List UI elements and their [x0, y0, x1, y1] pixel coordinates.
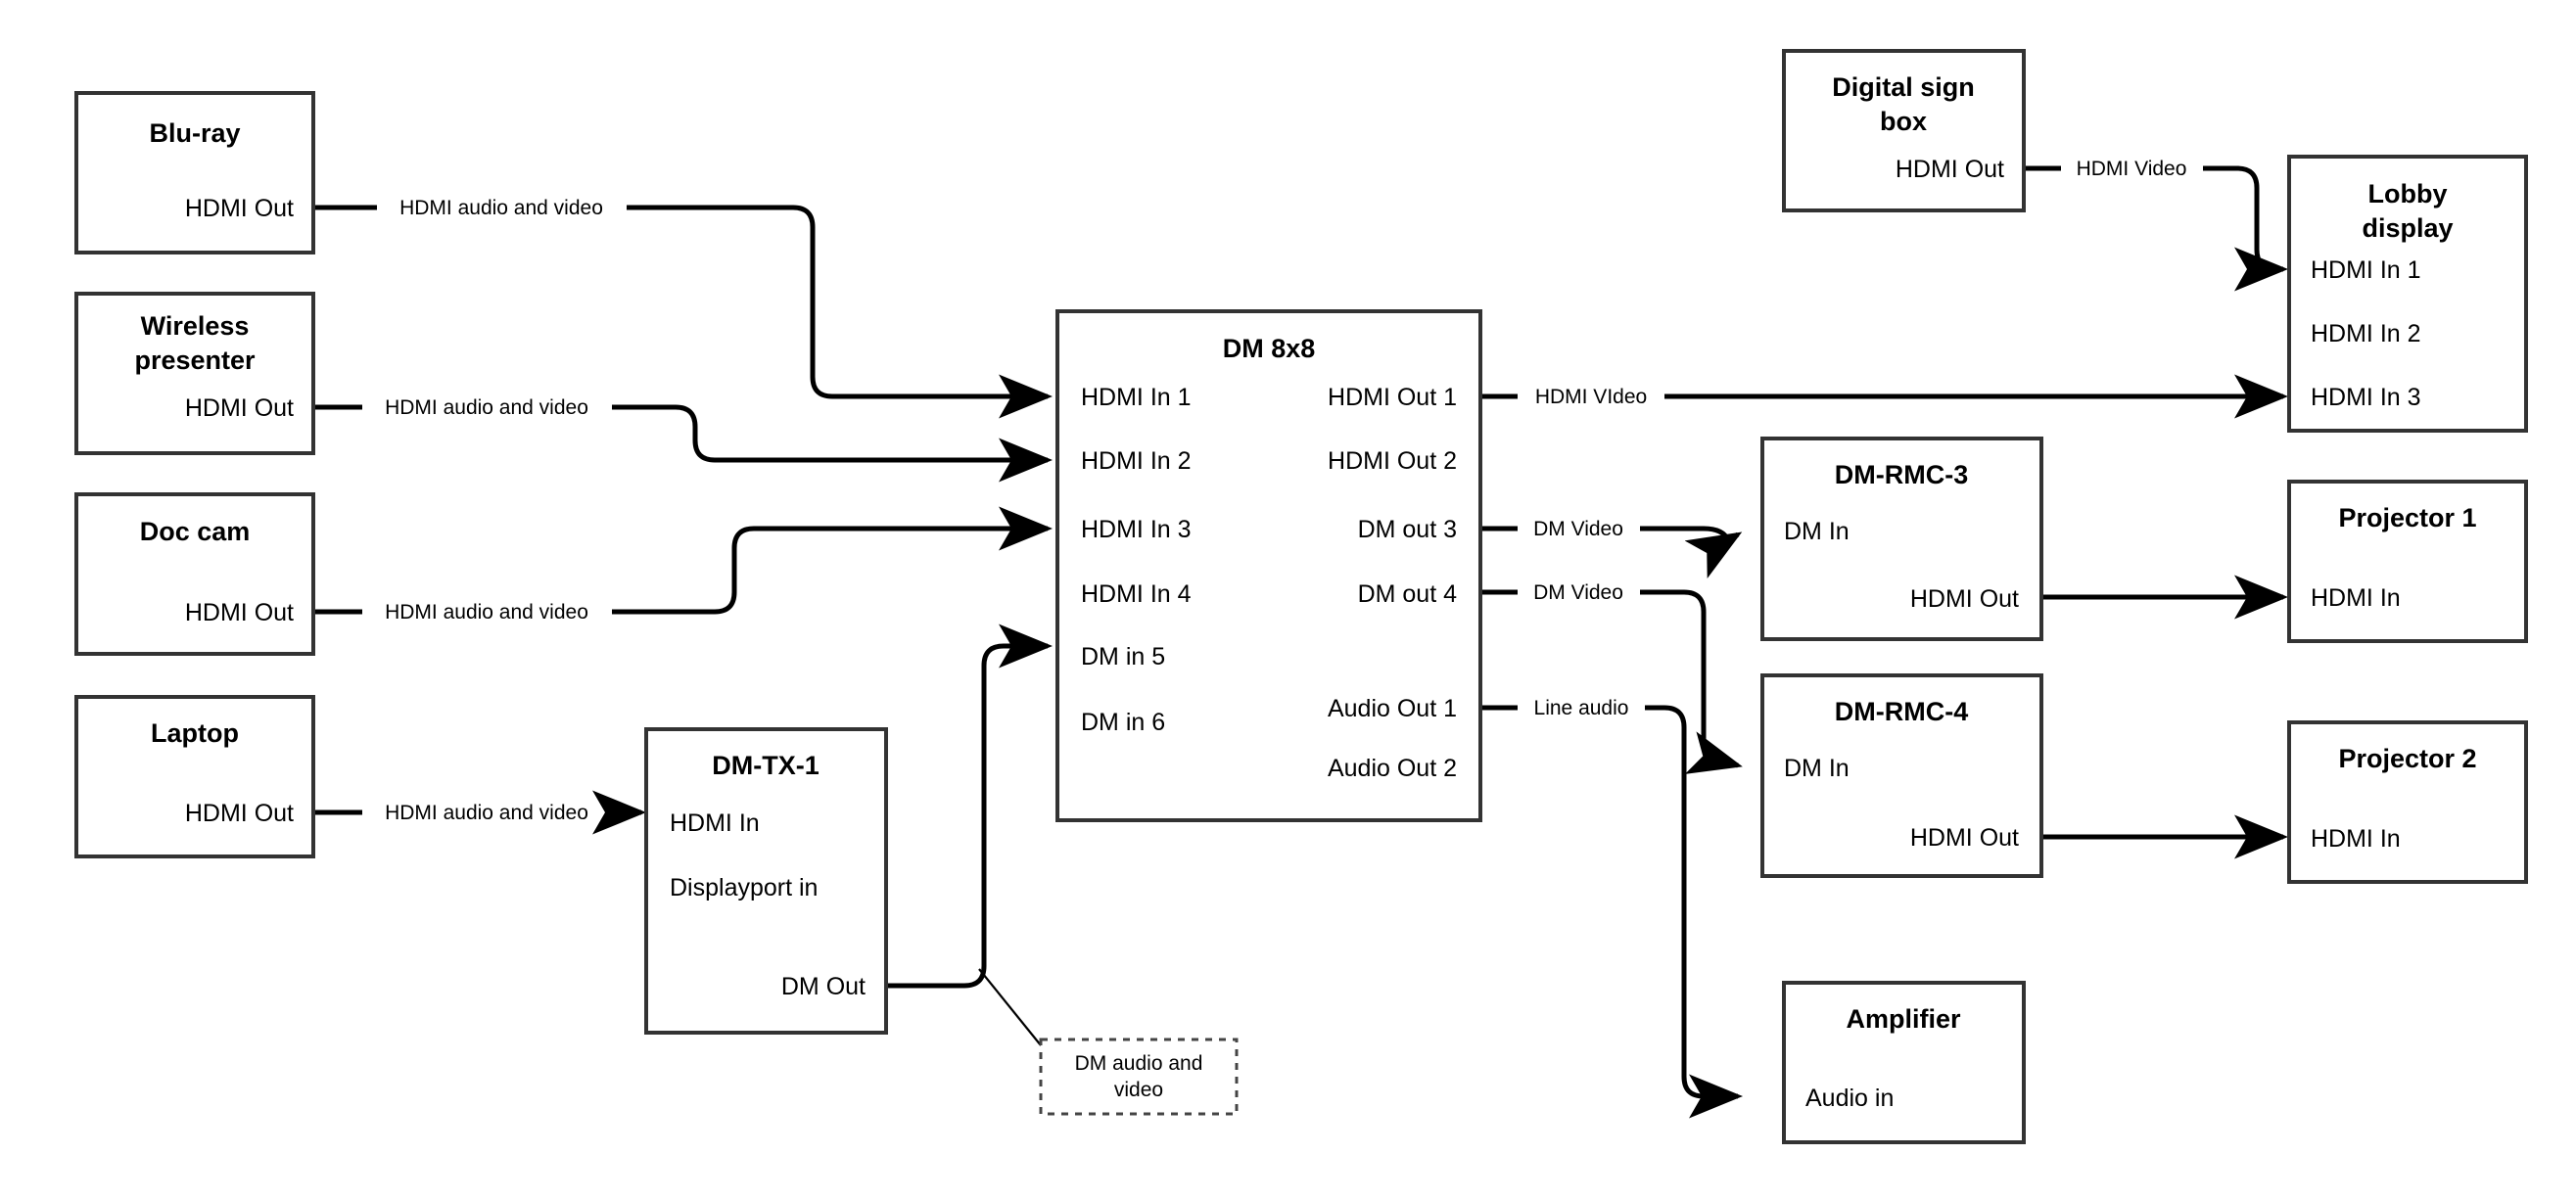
wireless-presenter-hdmi-out-label: HDMI Out: [185, 394, 294, 422]
wireless-presenter-title-line2: presenter: [134, 346, 256, 375]
device-digital-sign-box[interactable]: Digital sign box HDMI Out: [1782, 49, 2026, 212]
device-dm-rmc-4[interactable]: DM-RMC-4 DM In HDMI Out: [1760, 673, 2043, 878]
doc-cam-box[interactable]: [74, 492, 315, 656]
lobby-display-title-line1: Lobby: [2368, 179, 2448, 208]
dm-8x8-input-1: HDMI In 1: [1081, 384, 1192, 411]
digital-sign-box[interactable]: [1782, 49, 2026, 212]
wire-label-out4-to-rmc4: DM Video: [1533, 581, 1623, 604]
projector-1-hdmi-in-label: HDMI In: [2311, 584, 2401, 612]
projector-2-box[interactable]: [2287, 720, 2528, 884]
laptop-hdmi-out-label: HDMI Out: [185, 800, 294, 827]
laptop-title: Laptop: [151, 718, 239, 748]
dm-8x8-output-6: Audio Out 2: [1328, 755, 1457, 782]
laptop-box[interactable]: [74, 695, 315, 858]
dm-rmc-3-dm-in-label: DM In: [1784, 518, 1850, 545]
wire-label-audio1-to-amp: Line audio: [1534, 697, 1629, 719]
wire-label-out3-to-rmc3: DM Video: [1533, 518, 1623, 540]
digital-sign-title-line2: box: [1880, 107, 1927, 136]
doc-cam-title: Doc cam: [140, 517, 251, 546]
projector-1-box[interactable]: [2287, 480, 2528, 643]
wire-sign-to-lobby-in1: [2022, 165, 2283, 269]
lobby-display-hdmi-in-2: HDMI In 2: [2311, 320, 2421, 347]
amplifier-box[interactable]: [1782, 981, 2026, 1144]
device-wireless-presenter[interactable]: Wireless presenter HDMI Out: [74, 292, 315, 455]
dm-8x8-output-2: HDMI Out 2: [1328, 447, 1457, 475]
dm-tx-1-hdmi-in-label: HDMI In: [670, 809, 760, 837]
device-laptop[interactable]: Laptop HDMI Out: [74, 695, 315, 858]
wire-label-doccam-to-in3: HDMI audio and video: [385, 601, 588, 624]
callout-leader-line: [978, 968, 1042, 1046]
device-projector-1[interactable]: Projector 1 HDMI In: [2287, 480, 2528, 643]
dm-8x8-input-4: HDMI In 4: [1081, 580, 1192, 608]
dm-rmc-4-box[interactable]: [1760, 673, 2043, 878]
dm-8x8-output-5: Audio Out 1: [1328, 695, 1457, 722]
dm-8x8-output-1: HDMI Out 1: [1328, 384, 1457, 411]
amplifier-audio-in-label: Audio in: [1805, 1085, 1894, 1112]
callout-line-1: DM audio and: [1075, 1052, 1203, 1075]
callout-line-2: video: [1114, 1079, 1163, 1101]
dm-rmc-4-title: DM-RMC-4: [1835, 697, 1968, 726]
device-bluray[interactable]: Blu-ray HDMI Out: [74, 91, 315, 254]
wire-label-wireless-to-in2: HDMI audio and video: [385, 396, 588, 419]
wire-label-out1-to-lobby3: HDMI VIdeo: [1535, 386, 1647, 408]
dm-tx-1-title: DM-TX-1: [712, 751, 820, 780]
device-dm-tx-1[interactable]: DM-TX-1 HDMI In Displayport in DM Out: [644, 727, 888, 1035]
bluray-hdmi-out-label: HDMI Out: [185, 195, 294, 222]
dm-rmc-3-hdmi-out-label: HDMI Out: [1910, 585, 2019, 613]
lobby-display-title-line2: display: [2362, 213, 2453, 243]
wireless-presenter-title-line1: Wireless: [141, 311, 250, 341]
lobby-display-box[interactable]: [2287, 155, 2528, 433]
dm-rmc-4-dm-in-label: DM In: [1784, 755, 1850, 782]
digital-sign-title-line1: Digital sign: [1832, 72, 1975, 102]
wire-label-bluray-to-in1: HDMI audio and video: [399, 197, 603, 219]
wire-doccam-to-dm8x8-in3: [313, 529, 1048, 615]
amplifier-title: Amplifier: [1846, 1004, 1961, 1034]
wire-dm8x8-audio1-to-amp: [1480, 705, 1738, 1096]
projector-1-title: Projector 1: [2338, 503, 2476, 532]
digital-sign-hdmi-out-label: HDMI Out: [1896, 156, 2004, 183]
dm-rmc-3-box[interactable]: [1760, 437, 2043, 641]
wire-bluray-to-dm8x8-in1: [313, 205, 1048, 396]
dm-8x8-input-5: DM in 5: [1081, 643, 1165, 670]
device-dm-rmc-3[interactable]: DM-RMC-3 DM In HDMI Out: [1760, 437, 2043, 641]
callout-box: [1039, 1038, 1239, 1116]
wire-wireless-to-dm8x8-in2: [313, 404, 1048, 460]
wire-dm8x8-out3-to-rmc3: [1480, 529, 1738, 540]
device-doc-cam[interactable]: Doc cam HDMI Out: [74, 492, 315, 656]
dm-8x8-input-6: DM in 6: [1081, 709, 1165, 736]
dm-8x8-input-2: HDMI In 2: [1081, 447, 1192, 475]
dm-8x8-input-3: HDMI In 3: [1081, 516, 1192, 543]
dm-rmc-3-title: DM-RMC-3: [1835, 460, 1968, 489]
device-dm-8x8[interactable]: DM 8x8 HDMI In 1 HDMI In 2 HDMI In 3 HDM…: [1055, 309, 1482, 822]
dm-tx-1-box[interactable]: [644, 727, 888, 1035]
dm-rmc-4-hdmi-out-label: HDMI Out: [1910, 824, 2019, 852]
dm-tx-1-displayport-in-label: Displayport in: [670, 874, 818, 901]
doc-cam-hdmi-out-label: HDMI Out: [185, 599, 294, 626]
lobby-display-hdmi-in-1: HDMI In 1: [2311, 256, 2421, 284]
bluray-box[interactable]: [74, 91, 315, 254]
device-lobby-display[interactable]: Lobby display HDMI In 1 HDMI In 2 HDMI I…: [2287, 155, 2528, 433]
wire-label-laptop-to-dmtx1: HDMI audio and video: [385, 802, 588, 824]
dm-8x8-title: DM 8x8: [1223, 334, 1316, 363]
callout-dm-audio-video: DM audio and video: [1039, 1038, 1239, 1116]
wire-dmtx1-to-dm8x8-in5: [886, 624, 1053, 989]
wire-dm8x8-out4-to-rmc4: [1480, 589, 1738, 765]
projector-2-hdmi-in-label: HDMI In: [2311, 825, 2401, 853]
wire-label-sign-to-lobby1: HDMI Video: [2077, 158, 2187, 180]
dm-8x8-output-4: DM out 4: [1358, 580, 1458, 608]
device-projector-2[interactable]: Projector 2 HDMI In: [2287, 720, 2528, 884]
dm-8x8-box[interactable]: [1055, 309, 1482, 822]
bluray-title: Blu-ray: [149, 118, 240, 148]
projector-2-title: Projector 2: [2338, 744, 2476, 773]
wireless-presenter-box[interactable]: [74, 292, 315, 455]
device-amplifier[interactable]: Amplifier Audio in: [1782, 981, 2026, 1144]
dm-8x8-output-3: DM out 3: [1358, 516, 1457, 543]
dm-tx-1-dm-out-label: DM Out: [781, 973, 866, 1000]
lobby-display-hdmi-in-3: HDMI In 3: [2311, 384, 2421, 411]
